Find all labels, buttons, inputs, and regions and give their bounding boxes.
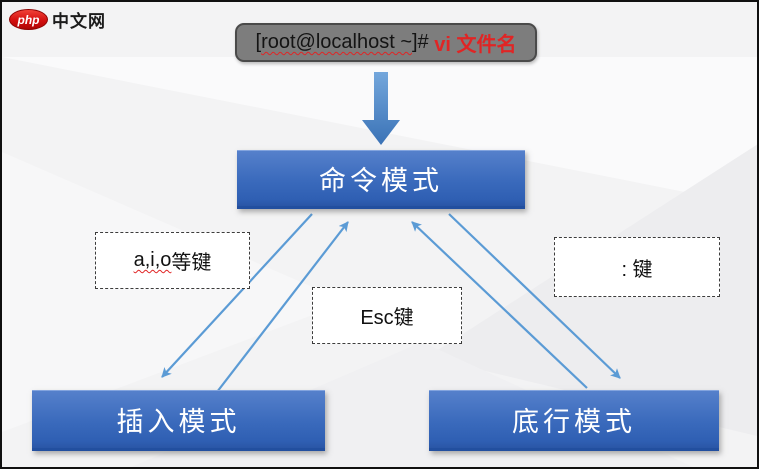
terminal-command-box: [root@localhost ~]# vi 文件名 <box>235 23 537 62</box>
label-esc-key: Esc键 <box>312 287 462 344</box>
insert-keys-text: a,i,o <box>133 249 172 271</box>
command-mode-label: 命令模式 <box>319 166 443 196</box>
colon-key-text: : 键 <box>621 258 653 281</box>
prompt-bracket-open: [ <box>255 31 262 53</box>
label-colon-key: : 键 <box>554 237 720 297</box>
node-lastline-mode: 底行模式 <box>429 390 719 451</box>
lastline-mode-label: 底行模式 <box>512 407 636 437</box>
php-logo-icon: php <box>9 9 48 30</box>
prompt-bracket-close: ]# <box>412 31 435 53</box>
prompt-host: root@localhost ~ <box>261 31 412 53</box>
insert-mode-label: 插入模式 <box>116 407 241 437</box>
logo-brand-text: php <box>17 12 40 27</box>
vi-command-text: vi 文件名 <box>434 34 517 56</box>
site-logo: php 中文网 <box>9 7 106 32</box>
node-command-mode: 命令模式 <box>237 150 525 209</box>
node-insert-mode: 插入模式 <box>32 390 325 451</box>
thick-down-arrow <box>362 72 400 145</box>
insert-keys-suffix: 等键 <box>171 252 212 274</box>
esc-key-text: Esc键 <box>360 307 414 329</box>
logo-site-text: 中文网 <box>52 12 106 31</box>
